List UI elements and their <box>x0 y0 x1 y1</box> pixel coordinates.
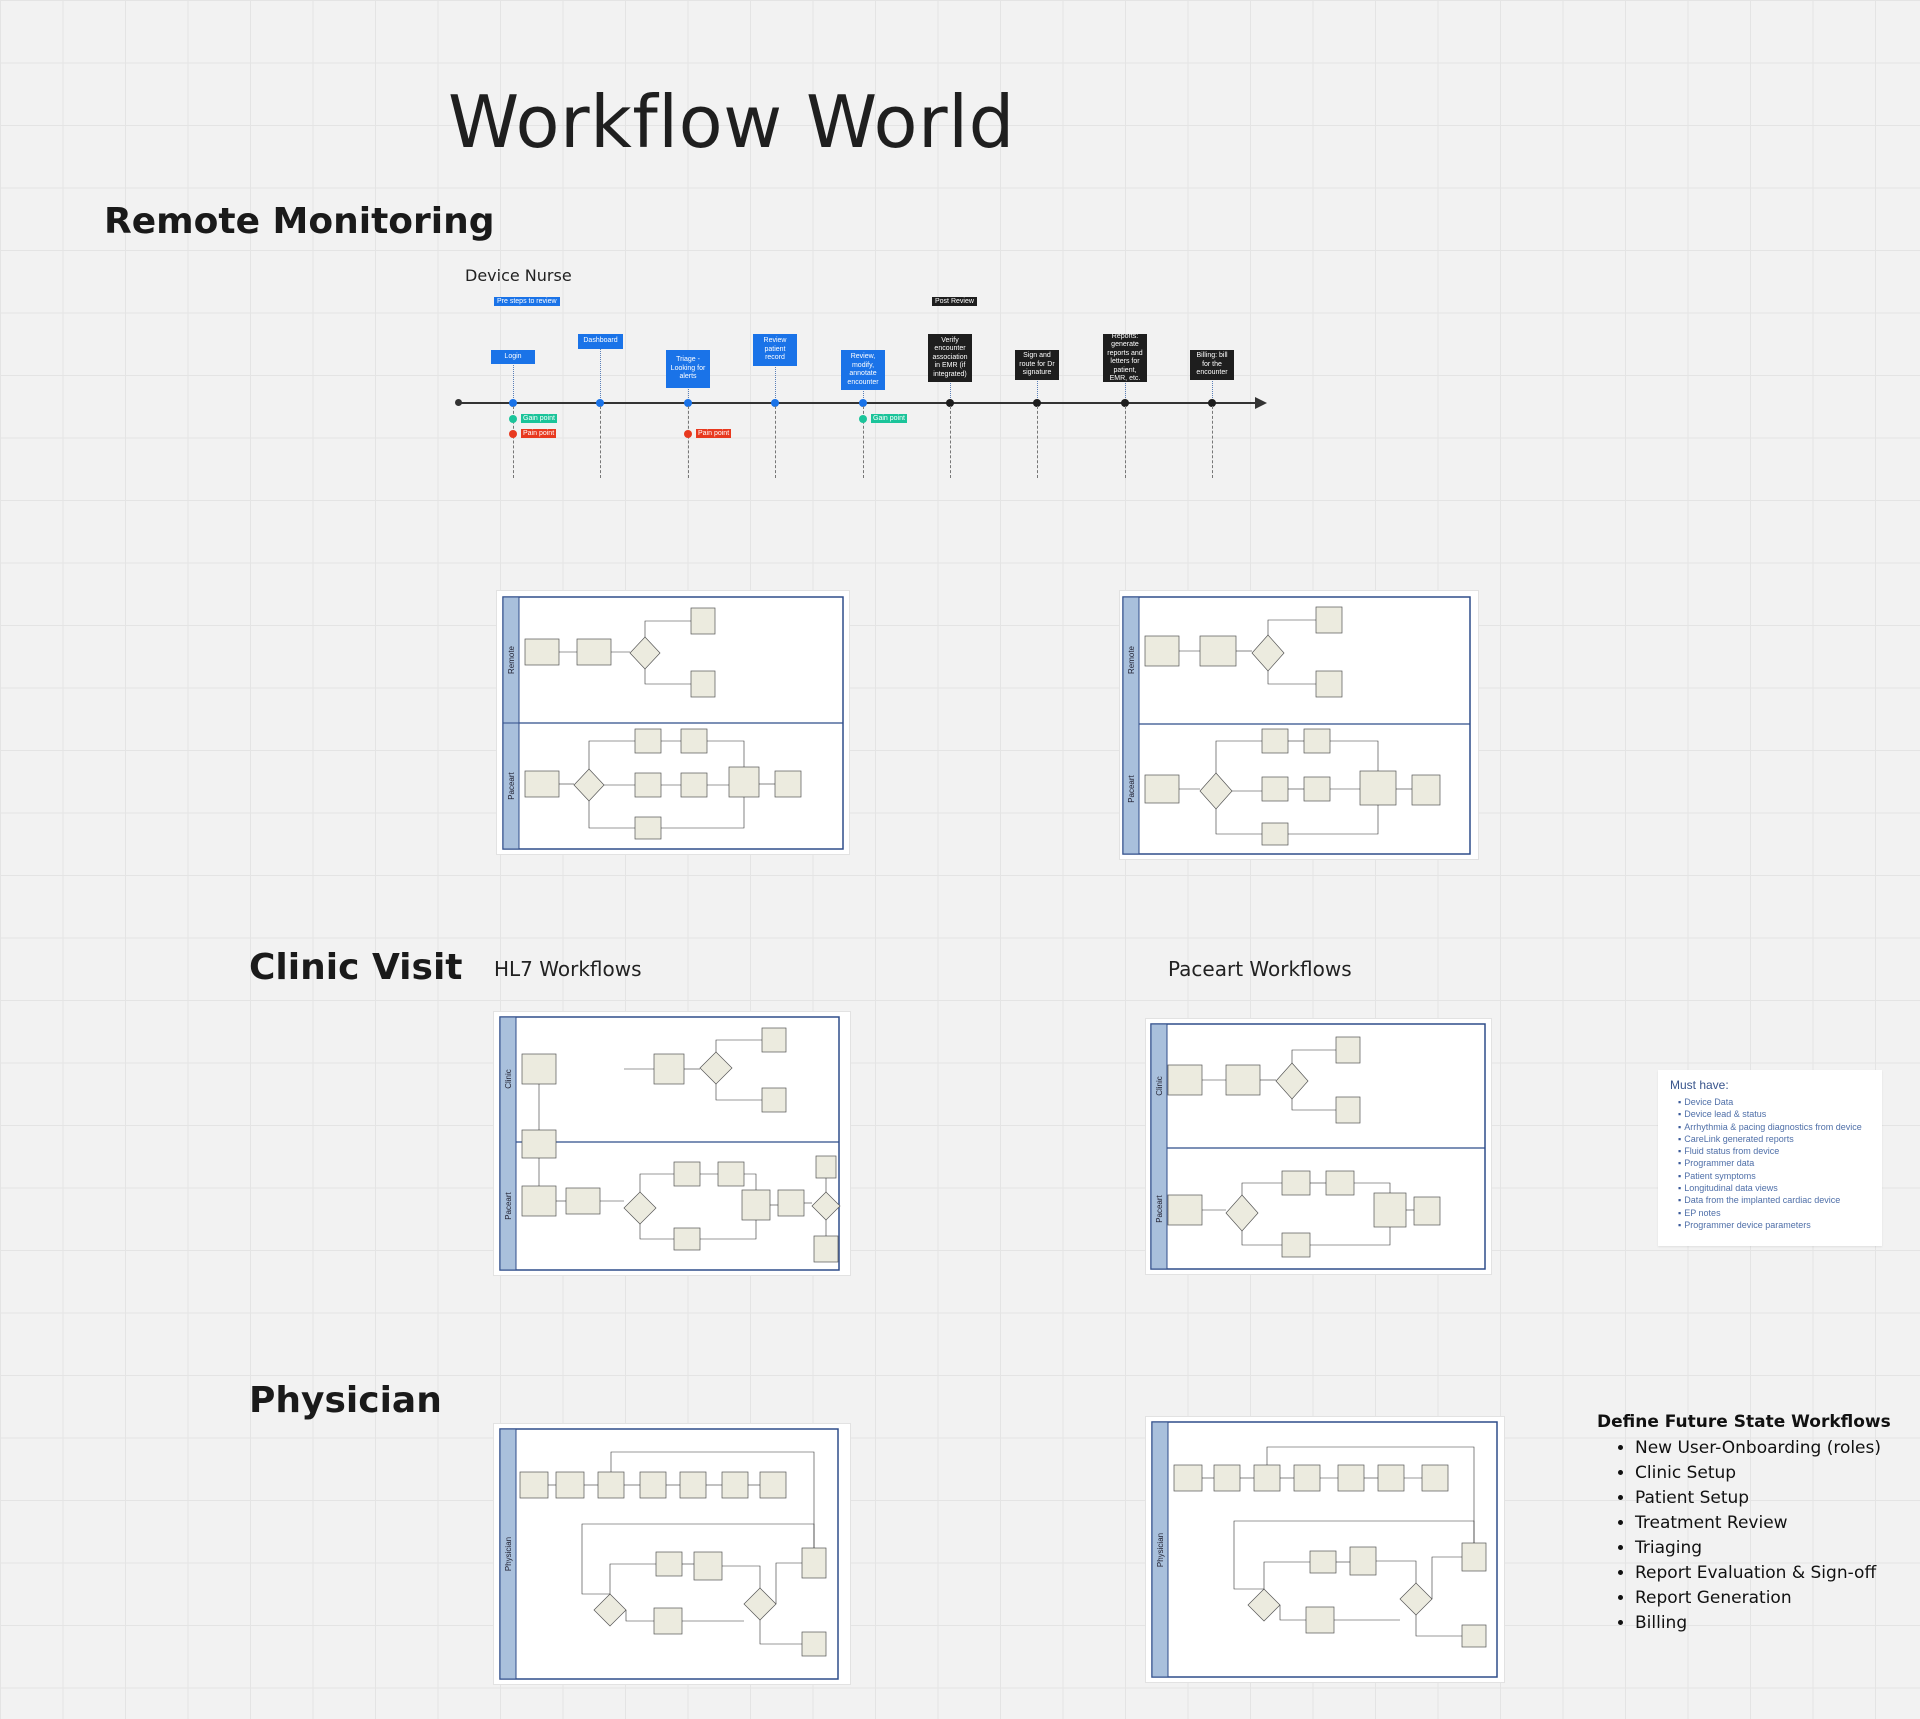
lane-label-clinic: Clinic <box>504 1069 513 1089</box>
lane-label-physician: Physician <box>1156 1533 1165 1567</box>
must-have-card[interactable]: Must have: Device Data Device lead & sta… <box>1658 1070 1882 1246</box>
must-have-item: Patient symptoms <box>1678 1170 1870 1182</box>
timeline-dot <box>509 399 517 407</box>
device-nurse-timeline: Pre steps to review Post Review Login Da… <box>455 290 1275 480</box>
timeline-stem <box>513 350 514 400</box>
timeline-stem <box>600 334 601 400</box>
page-title: Workflow World <box>448 80 1015 164</box>
physician-workflow-diagram-hl7[interactable]: Physician <box>494 1424 850 1684</box>
must-have-item: Arrhythmia & pacing diagnostics from dev… <box>1678 1121 1870 1133</box>
timeline-step-verify-encounter[interactable]: Verify encounter association in EMR (if … <box>928 334 972 382</box>
pain-point-label[interactable]: Pain point <box>696 429 732 438</box>
must-have-item: CareLink generated reports <box>1678 1133 1870 1145</box>
future-state-item: Clinic Setup <box>1635 1461 1897 1486</box>
must-have-item: Longitudinal data views <box>1678 1182 1870 1194</box>
lane-label-paceart: Paceart <box>504 1191 513 1219</box>
must-have-item: Device Data <box>1678 1096 1870 1108</box>
gain-point-marker <box>859 415 867 423</box>
timeline-start-dot <box>455 399 462 406</box>
remote-workflow-diagram-hl7[interactable]: Remote Paceart <box>497 591 849 854</box>
timeline-arrow-icon <box>1255 397 1267 409</box>
timeline-step-review-record[interactable]: Review patient record <box>753 334 797 366</box>
must-have-item: Fluid status from device <box>1678 1145 1870 1157</box>
physician-workflow-diagram-paceart[interactable]: Physician <box>1146 1417 1504 1682</box>
timeline-dot <box>596 399 604 407</box>
must-have-item: Programmer data <box>1678 1157 1870 1169</box>
clinic-workflow-diagram-paceart[interactable]: Clinic Paceart <box>1146 1019 1491 1274</box>
post-review-tag[interactable]: Post Review <box>932 297 977 306</box>
timeline-step-reports[interactable]: Reports: generate reports and letters fo… <box>1103 333 1147 382</box>
timeline-dot <box>771 399 779 407</box>
future-state-item: Patient Setup <box>1635 1486 1897 1511</box>
timeline-dashed-line <box>775 406 776 478</box>
timeline-dashed-line <box>688 406 689 478</box>
pain-point-label[interactable]: Pain point <box>521 429 557 438</box>
lane-label-remote: Remote <box>507 645 516 674</box>
timeline-dot <box>1208 399 1216 407</box>
future-state-item: Billing <box>1635 1611 1897 1636</box>
section-title-remote-monitoring: Remote Monitoring <box>104 201 495 242</box>
gain-point-marker <box>509 415 517 423</box>
must-have-item: EP notes <box>1678 1207 1870 1219</box>
must-have-item: Device lead & status <box>1678 1108 1870 1120</box>
must-have-title: Must have: <box>1670 1078 1729 1092</box>
timeline-step-dashboard[interactable]: Dashboard <box>578 334 623 349</box>
gain-point-label[interactable]: Gain point <box>521 414 557 423</box>
lane-label-paceart: Paceart <box>507 771 516 799</box>
timeline-dot <box>1121 399 1129 407</box>
pain-point-marker <box>509 430 517 438</box>
timeline-dashed-line <box>1212 406 1213 478</box>
must-have-item: Programmer device parameters <box>1678 1219 1870 1231</box>
timeline-dashed-line <box>950 406 951 478</box>
timeline-step-triage[interactable]: Triage - Looking for alerts <box>666 350 710 388</box>
future-state-item: New User-Onboarding (roles) <box>1635 1436 1897 1461</box>
section-title-clinic-visit: Clinic Visit <box>249 947 463 988</box>
timeline-dashed-line <box>1125 406 1126 478</box>
timeline-dot <box>684 399 692 407</box>
lane-label-clinic: Clinic <box>1155 1076 1164 1096</box>
lane-label-physician: Physician <box>504 1537 513 1571</box>
remote-workflow-diagram-paceart[interactable]: Remote Paceart <box>1120 591 1478 859</box>
paceart-workflows-label: Paceart Workflows <box>1168 957 1352 981</box>
timeline-dot <box>946 399 954 407</box>
future-state-list: New User-Onboarding (roles) Clinic Setup… <box>1597 1436 1897 1636</box>
timeline-step-review-encounter[interactable]: Review, modify, annotate encounter <box>841 350 885 390</box>
section-title-physician: Physician <box>249 1380 442 1421</box>
future-state-item: Report Generation <box>1635 1586 1897 1611</box>
hl7-workflows-label: HL7 Workflows <box>494 957 642 981</box>
future-state-item: Treatment Review <box>1635 1511 1897 1536</box>
timeline-dashed-line <box>1037 406 1038 478</box>
device-nurse-label: Device Nurse <box>465 266 572 285</box>
timeline-dashed-line <box>513 406 514 478</box>
timeline-dashed-line <box>863 406 864 478</box>
timeline-step-sign-route[interactable]: Sign and route for Dr signature <box>1015 350 1059 380</box>
future-state-workflows[interactable]: Define Future State Workflows New User-O… <box>1597 1412 1897 1636</box>
future-state-item: Report Evaluation & Sign-off <box>1635 1561 1897 1586</box>
future-state-title: Define Future State Workflows <box>1597 1412 1891 1432</box>
lane-label-paceart: Paceart <box>1155 1194 1164 1222</box>
timeline-stem <box>775 334 776 400</box>
future-state-item: Triaging <box>1635 1536 1897 1561</box>
must-have-list: Device Data Device lead & status Arrhyth… <box>1670 1096 1870 1231</box>
timeline-dashed-line <box>600 406 601 478</box>
timeline-dot <box>1033 399 1041 407</box>
must-have-item: Data from the implanted cardiac device <box>1678 1194 1870 1206</box>
pre-review-tag[interactable]: Pre steps to review <box>494 297 560 306</box>
pain-point-marker <box>684 430 692 438</box>
lane-label-paceart: Paceart <box>1127 774 1136 802</box>
clinic-workflow-diagram-hl7[interactable]: Clinic Paceart <box>494 1012 850 1275</box>
gain-point-label[interactable]: Gain point <box>871 414 907 423</box>
timeline-step-billing[interactable]: Billing: bill for the encounter <box>1190 350 1234 380</box>
lane-label-remote: Remote <box>1127 645 1136 674</box>
timeline-step-login[interactable]: Login <box>491 350 535 364</box>
timeline-dot <box>859 399 867 407</box>
